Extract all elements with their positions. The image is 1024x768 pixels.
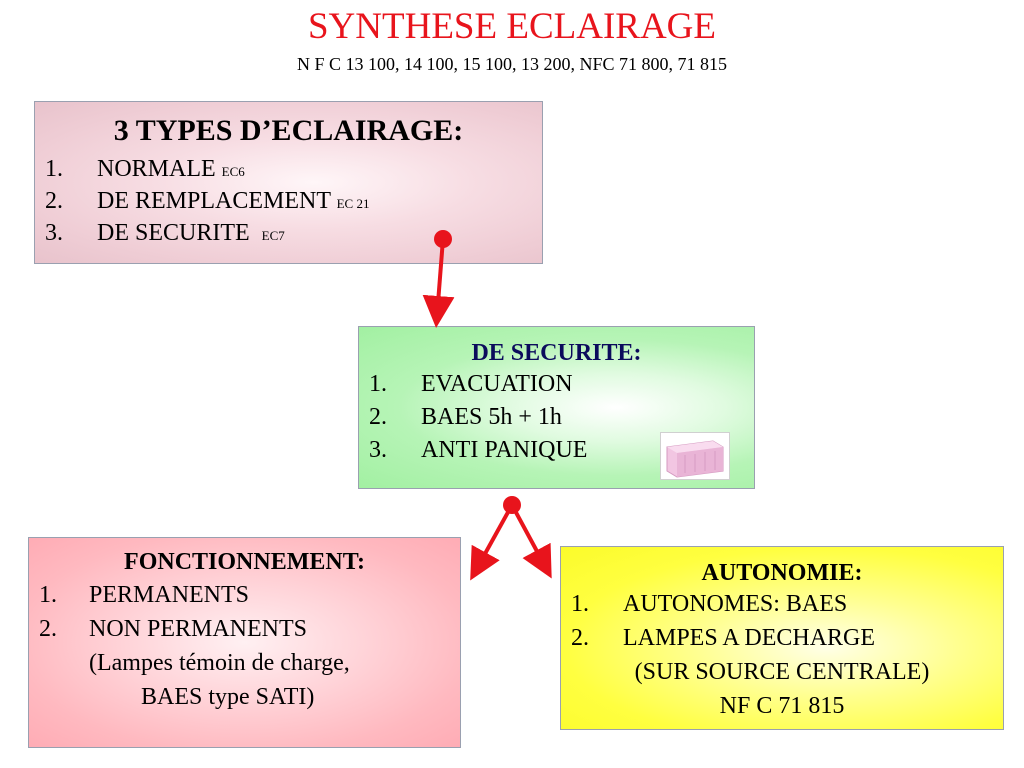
securite-item-3-label: ANTI PANIQUE (421, 437, 588, 463)
types-box: 3 TYPES D’ECLAIRAGE: 1. NORMALE EC6 2. D… (34, 101, 543, 264)
autonomie-item-1-num: 1. (571, 591, 589, 617)
types-item-1-label: NORMALE (97, 156, 216, 182)
types-item-2-label: DE REMPLACEMENT (97, 188, 331, 214)
types-item-1-ref: EC6 (221, 164, 245, 179)
fonctionnement-item-1-num: 1. (39, 582, 57, 608)
types-item-1-num: 1. (45, 156, 63, 182)
types-item-2-num: 2. (45, 188, 63, 214)
fonctionnement-item-2-num: 2. (39, 616, 57, 642)
securite-item-1-label: EVACUATION (421, 371, 573, 397)
autonomie-heading: AUTONOMIE: (701, 560, 863, 586)
arrow-types-to-securite (422, 230, 455, 328)
baes-unit-icon (660, 432, 730, 480)
fonctionnement-note-line2: BAES type SATI) (141, 684, 315, 710)
fonctionnement-box: FONCTIONNEMENT: 1. PERMANENTS 2. NON PER… (28, 537, 461, 748)
types-item-3-num: 3. (45, 220, 63, 246)
autonomie-box: AUTONOMIE: 1. AUTONOMES: BAES 2. LAMPES … (560, 546, 1004, 730)
securite-item-3-num: 3. (369, 437, 387, 463)
autonomie-item-2-num: 2. (571, 625, 589, 651)
autonomie-note-line2: NF C 71 815 (719, 693, 845, 719)
fonctionnement-item-1-label: PERMANENTS (89, 582, 250, 608)
securite-item-2-num: 2. (369, 404, 387, 430)
arrow-line-right (510, 504, 552, 579)
securite-item-2-label: BAES 5h + 1h (421, 404, 562, 430)
arrow-line-left (470, 504, 514, 581)
arrow-line-1 (422, 238, 455, 328)
arrow-securite-to-branches (470, 496, 552, 581)
fonctionnement-item-2-label: NON PERMANENTS (89, 616, 308, 642)
types-item-3-label: DE SECURITE (97, 220, 250, 246)
autonomie-item-1-label: AUTONOMES: BAES (623, 591, 848, 617)
autonomie-item-2-label: LAMPES A DECHARGE (623, 625, 876, 651)
fonctionnement-note-line1: (Lampes témoin de charge, (89, 650, 350, 676)
types-item-3-ref: EC7 (261, 228, 285, 243)
autonomie-note-line1: (SUR SOURCE CENTRALE) (634, 659, 930, 685)
types-item-2-ref: EC 21 (336, 196, 370, 211)
types-heading: 3 TYPES D’ECLAIRAGE: (113, 114, 464, 147)
securite-heading: DE SECURITE: (471, 340, 642, 366)
securite-box: DE SECURITE: 1. EVACUATION 2. BAES 5h + … (358, 326, 755, 489)
standards-subtitle: N F C 13 100, 14 100, 15 100, 13 200, NF… (296, 54, 728, 74)
fonctionnement-heading: FONCTIONNEMENT: (124, 549, 365, 575)
page-title: SYNTHESE ECLAIRAGE (307, 6, 716, 47)
securite-item-1-num: 1. (369, 371, 387, 397)
